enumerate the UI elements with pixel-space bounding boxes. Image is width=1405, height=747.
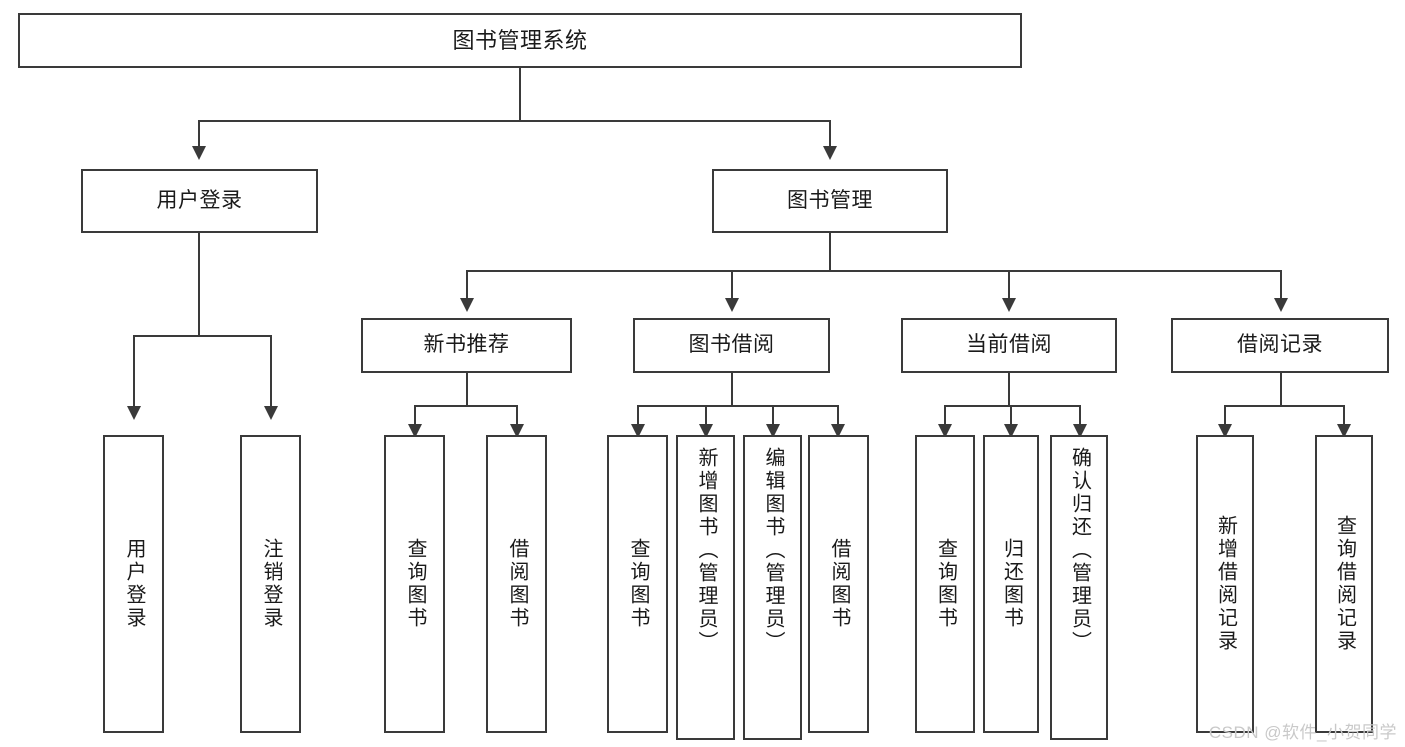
connector-bm-to-book-borrow [731, 270, 733, 300]
connector-bb-to-leaf-4 [837, 405, 839, 427]
arrow-cb-to-leaf-1 [938, 424, 952, 438]
connector-root-to-book-management [829, 120, 831, 148]
connector-cb-to-leaf-3 [1079, 405, 1081, 427]
arrow-bb-to-leaf-1 [631, 424, 645, 438]
arrow-user-login-to-leaf-1 [127, 406, 141, 420]
node-label: 查询图书 [627, 538, 649, 630]
arrow-bb-to-leaf-3 [766, 424, 780, 438]
arrow-user-login-to-leaf-2 [264, 406, 278, 420]
connector-current-borrow-stem [1008, 373, 1010, 405]
arrow-bm-to-new-book [460, 298, 474, 312]
connector-br-to-leaf-2 [1343, 405, 1345, 427]
leaf-book-borrow-borrow-book[interactable]: 借阅图书 [808, 435, 869, 733]
node-label: 用户登录 [156, 188, 243, 212]
connector-bm-to-current-borrow [1008, 270, 1010, 300]
leaf-book-borrow-edit-book-admin[interactable]: 编辑图书（管理员） [743, 435, 802, 740]
leaf-user-login-logout[interactable]: 注销登录 [240, 435, 301, 733]
leaf-current-borrow-query-book[interactable]: 查询图书 [915, 435, 975, 733]
node-label: 新书推荐 [423, 333, 510, 357]
node-label: 注销登录 [260, 538, 282, 630]
connector-bm-to-borrow-record [1280, 270, 1282, 300]
node-book-management[interactable]: 图书管理 [712, 169, 948, 233]
connector-bb-to-leaf-2 [705, 405, 707, 427]
connector-cb-to-leaf-1 [944, 405, 946, 427]
node-label: 新增图书（管理员） [695, 447, 717, 654]
leaf-user-login-login[interactable]: 用户登录 [103, 435, 164, 733]
node-new-book-recommend[interactable]: 新书推荐 [361, 318, 572, 373]
node-label: 当前借阅 [966, 333, 1052, 357]
connector-bb-to-leaf-3 [772, 405, 774, 427]
leaf-borrow-record-add-record[interactable]: 新增借阅记录 [1196, 435, 1254, 733]
connector-root-to-user-login [198, 120, 200, 148]
arrow-bm-to-book-borrow [725, 298, 739, 312]
leaf-current-borrow-confirm-return-admin[interactable]: 确认归还（管理员） [1050, 435, 1108, 740]
arrow-bm-to-current-borrow [1002, 298, 1016, 312]
connector-borrow-record-bar [1224, 405, 1344, 407]
leaf-new-book-borrow-book[interactable]: 借阅图书 [486, 435, 547, 733]
node-label: 图书管理系统 [452, 27, 588, 53]
arrow-cb-to-leaf-3 [1073, 424, 1087, 438]
node-root-book-management-system[interactable]: 图书管理系统 [18, 13, 1022, 68]
connector-bm-to-new-book [466, 270, 468, 300]
node-user-login[interactable]: 用户登录 [81, 169, 318, 233]
connector-cb-to-leaf-2 [1010, 405, 1012, 427]
arrow-bb-to-leaf-2 [699, 424, 713, 438]
node-label: 借阅图书 [506, 538, 528, 630]
arrow-br-to-leaf-1 [1218, 424, 1232, 438]
node-borrow-record[interactable]: 借阅记录 [1171, 318, 1389, 373]
connector-user-login-stem [198, 233, 200, 335]
connector-new-book-stem [466, 373, 468, 405]
connector-user-login-to-leaf-2 [270, 335, 272, 408]
connector-new-book-bar [414, 405, 518, 407]
node-current-borrow[interactable]: 当前借阅 [901, 318, 1117, 373]
arrow-bm-to-borrow-record [1274, 298, 1288, 312]
connector-user-login-to-leaf-1 [133, 335, 135, 408]
leaf-borrow-record-query-record[interactable]: 查询借阅记录 [1315, 435, 1373, 733]
connector-book-management-stem [829, 233, 831, 270]
connector-root-stem [519, 68, 521, 120]
arrow-br-to-leaf-2 [1337, 424, 1351, 438]
node-label: 确认归还（管理员） [1068, 447, 1091, 654]
node-label: 编辑图书（管理员） [762, 447, 784, 654]
leaf-book-borrow-query-book[interactable]: 查询图书 [607, 435, 668, 733]
connector-book-borrow-bar [637, 405, 837, 407]
node-label: 图书管理 [787, 188, 873, 212]
connector-nb-to-leaf-1 [414, 405, 416, 427]
node-book-borrow[interactable]: 图书借阅 [633, 318, 830, 373]
connector-root-bar [198, 120, 830, 122]
connector-book-management-bar [466, 270, 1282, 272]
node-label: 借阅记录 [1237, 333, 1323, 357]
arrow-root-to-book-management [823, 146, 837, 160]
connector-borrow-record-stem [1280, 373, 1282, 405]
node-label: 查询图书 [404, 538, 426, 630]
connector-bb-to-leaf-1 [637, 405, 639, 427]
node-label: 借阅图书 [828, 538, 850, 630]
arrow-nb-to-leaf-1 [408, 424, 422, 438]
node-label: 图书借阅 [688, 333, 775, 357]
node-label: 用户登录 [123, 538, 145, 630]
arrow-root-to-user-login [192, 146, 206, 160]
leaf-new-book-query-book[interactable]: 查询图书 [384, 435, 445, 733]
connector-user-login-bar [133, 335, 272, 337]
csdn-watermark: CSDN @软件_小贺同学 [1208, 723, 1397, 742]
connector-nb-to-leaf-2 [516, 405, 518, 427]
connector-book-borrow-stem [731, 373, 733, 405]
node-label: 新增借阅记录 [1214, 515, 1237, 653]
connector-br-to-leaf-1 [1224, 405, 1226, 427]
arrow-cb-to-leaf-2 [1004, 424, 1018, 438]
leaf-current-borrow-return-book[interactable]: 归还图书 [983, 435, 1039, 733]
leaf-book-borrow-add-book-admin[interactable]: 新增图书（管理员） [676, 435, 735, 740]
arrow-nb-to-leaf-2 [510, 424, 524, 438]
node-label: 归还图书 [1000, 538, 1023, 630]
node-label: 查询图书 [934, 538, 957, 630]
arrow-bb-to-leaf-4 [831, 424, 845, 438]
node-label: 查询借阅记录 [1333, 515, 1356, 653]
